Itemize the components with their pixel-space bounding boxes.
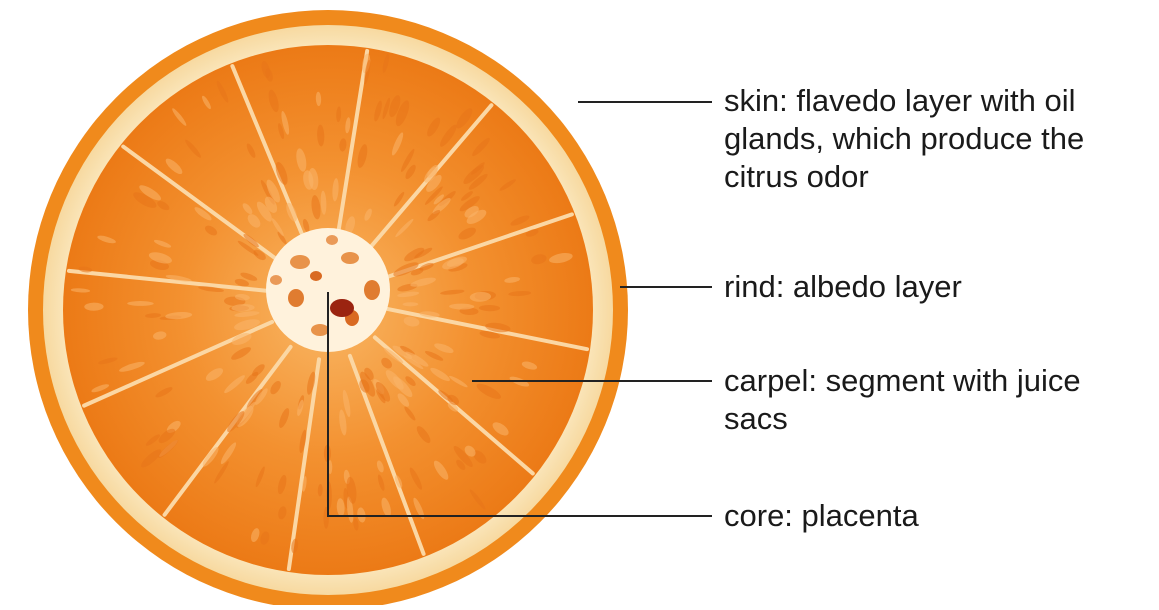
label-core-line-1: core: placenta — [724, 497, 919, 535]
label-carpel-line-1: carpel: segment with juice — [724, 362, 1081, 400]
label-skin-line-3: citrus odor — [724, 158, 1084, 196]
label-carpel-line-2: sacs — [724, 400, 1081, 438]
label-core: core: placenta — [724, 497, 919, 535]
label-skin-line-1: skin: flavedo layer with oil — [724, 82, 1084, 120]
label-skin: skin: flavedo layer with oil glands, whi… — [724, 82, 1084, 196]
label-rind-line-1: rind: albedo layer — [724, 268, 962, 306]
label-carpel: carpel: segment with juice sacs — [724, 362, 1081, 438]
label-rind: rind: albedo layer — [724, 268, 962, 306]
label-skin-line-2: glands, which produce the — [724, 120, 1084, 158]
